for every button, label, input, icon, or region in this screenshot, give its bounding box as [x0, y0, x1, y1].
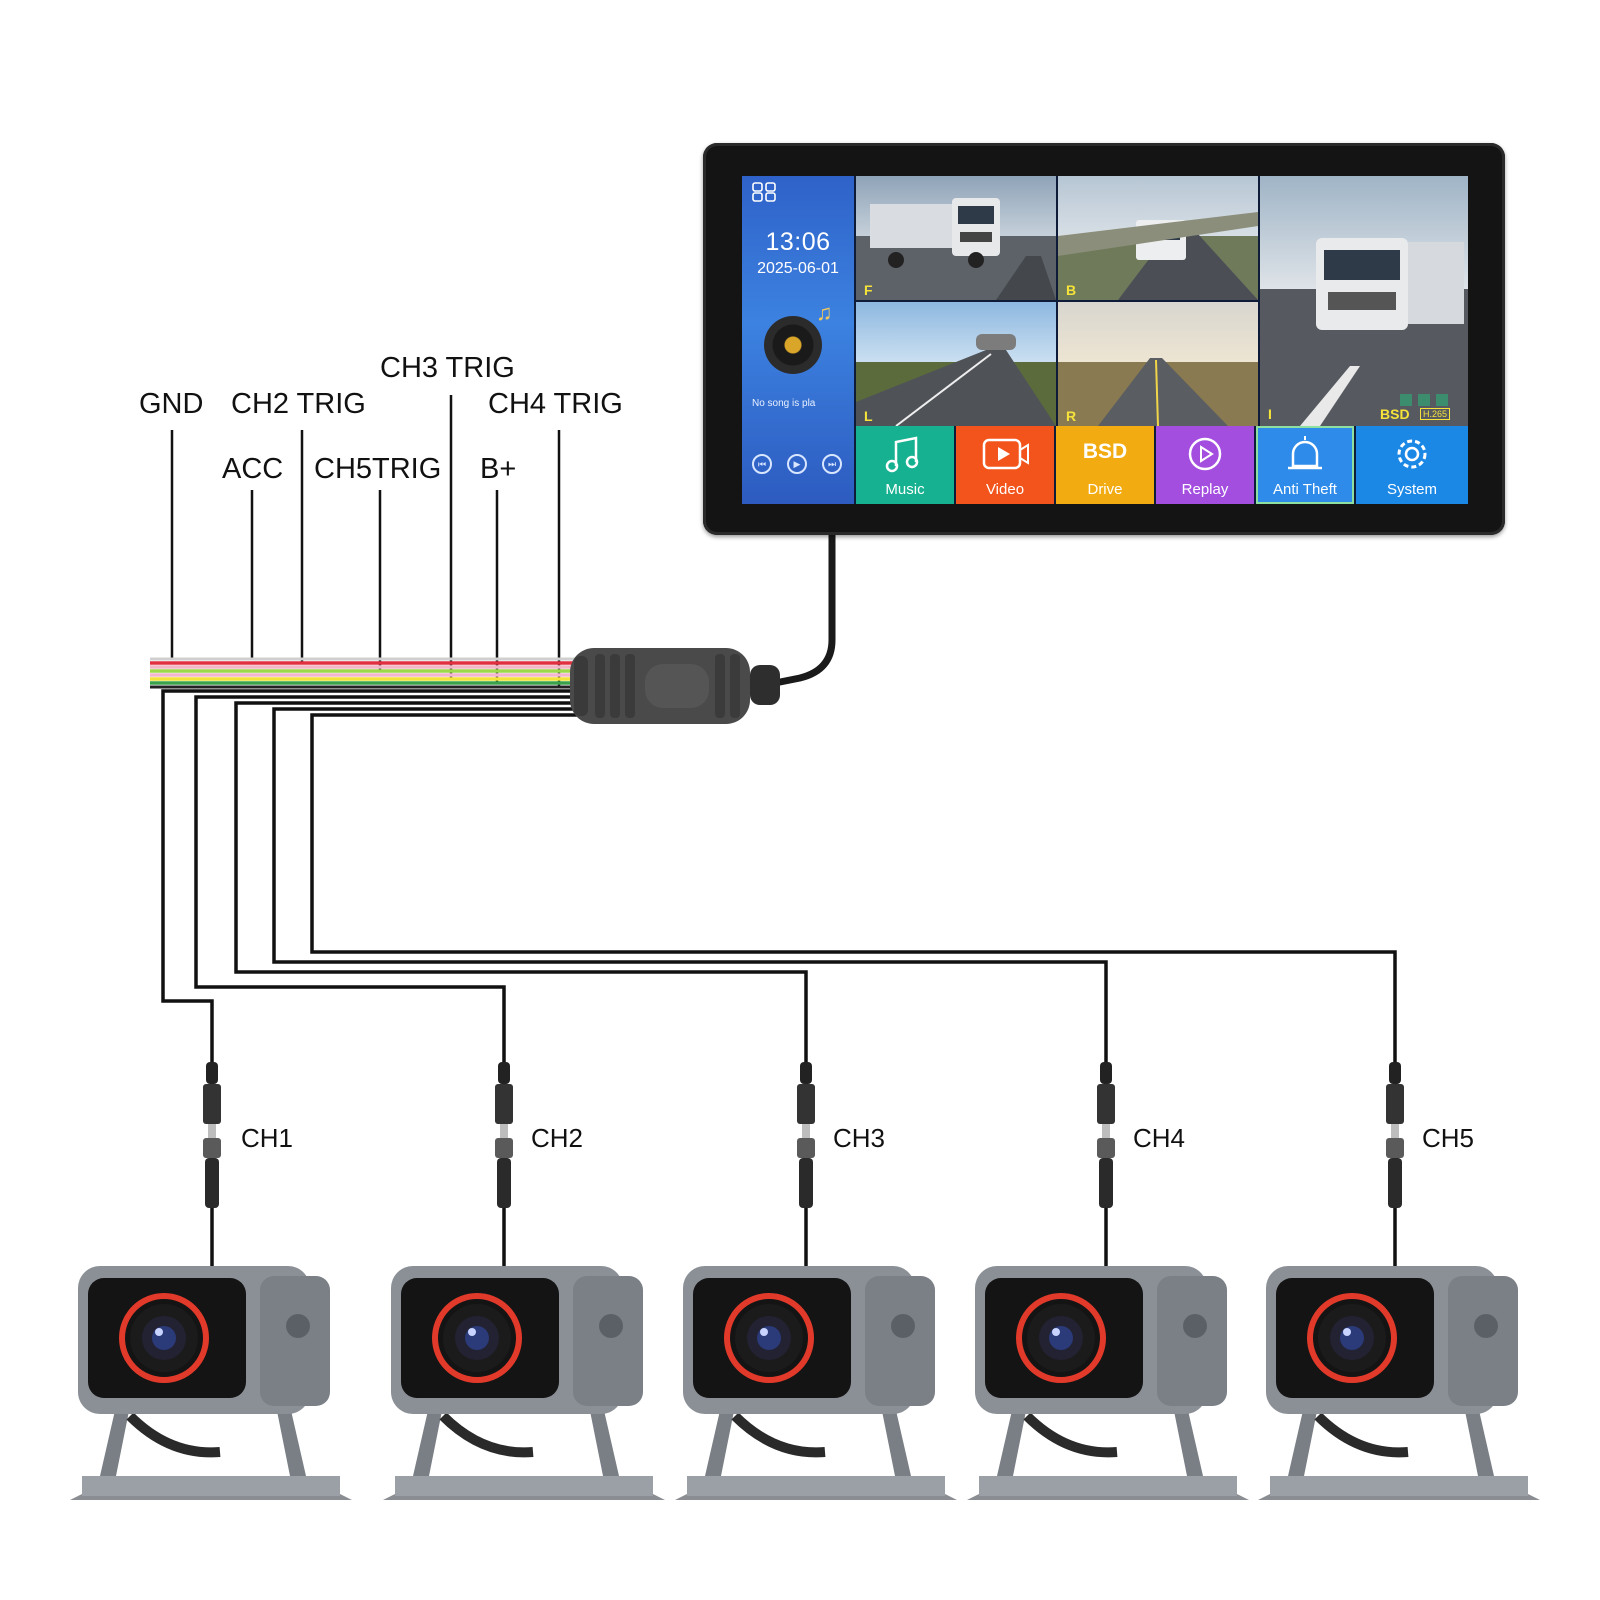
camera-ch1 [70, 1266, 352, 1510]
truck-illustration [1300, 238, 1464, 426]
app-tile-system[interactable]: System [1356, 426, 1468, 504]
camera-body-svg [967, 1266, 1249, 1500]
bsd-icon: BSD [1082, 440, 1128, 463]
camera-view-right[interactable]: R [1058, 302, 1258, 426]
harness-connector [570, 648, 780, 724]
app-tile-drive[interactable]: BSD Drive [1056, 426, 1154, 504]
truck-illustration [1058, 212, 1258, 300]
play-icon[interactable]: ▶ [787, 454, 807, 474]
camera-view-back[interactable]: B [1058, 176, 1258, 300]
camera-cables [161, 689, 1397, 1062]
bsd-badge: BSD [1380, 406, 1410, 422]
app-tile-video[interactable]: Video [956, 426, 1054, 504]
channel-label-ch2: CH2 [531, 1123, 584, 1153]
b-plus-label: B+ [480, 453, 517, 485]
camera-view-front[interactable]: F [856, 176, 1056, 300]
clock-date: 2025-06-01 [757, 260, 839, 277]
gnd-label: GND [139, 388, 204, 420]
ch3-trig-label: CH3 TRIG [380, 352, 515, 384]
gear-icon [1397, 439, 1427, 469]
replay-icon [1188, 437, 1222, 471]
power-wires [150, 657, 580, 689]
app-label: Replay [1181, 481, 1229, 498]
music-note-icon [885, 436, 919, 473]
camera-connector [797, 1062, 815, 1272]
camera-ch5 [1258, 1266, 1540, 1510]
view-label-inside: I [1268, 406, 1272, 422]
video-icon [982, 438, 1029, 470]
next-track-icon[interactable]: ⏭ [822, 454, 842, 474]
music-notes-icon: ♫ [816, 300, 833, 325]
sidebar: 13:06 2025-06-01 ♫ No song is pla ⏮ ▶ ⏭ [742, 176, 854, 504]
view-label-right: R [1066, 408, 1077, 424]
view-label-front: F [864, 282, 873, 298]
app-label: Anti Theft [1273, 481, 1337, 498]
road-illustration [856, 334, 1056, 426]
codec-badge: H.265 [1420, 408, 1451, 420]
road-illustration [1098, 358, 1228, 426]
camera-view-left[interactable]: L [856, 302, 1056, 426]
acc-label: ACC [222, 453, 284, 485]
camera-connector [495, 1062, 513, 1272]
app-tile-replay[interactable]: Replay [1156, 426, 1254, 504]
song-status: No song is pla [752, 398, 816, 409]
camera-connector [1386, 1062, 1404, 1272]
view-label-back: B [1066, 282, 1077, 298]
camera-ch4 [967, 1266, 1249, 1510]
ch5-trig-label: CH5TRIG [314, 453, 442, 485]
camera-connector [1097, 1062, 1115, 1272]
app-label: System [1386, 481, 1437, 498]
ch2-trig-label: CH2 TRIG [231, 388, 366, 420]
camera-body-svg [383, 1266, 665, 1500]
channel-label-ch1: CH1 [241, 1123, 294, 1153]
app-tile-anti-theft[interactable]: Anti Theft [1256, 426, 1354, 504]
previous-track-icon[interactable]: ⏮ [752, 454, 772, 474]
channel-label-ch4: CH4 [1133, 1123, 1186, 1153]
vinyl-disc-icon [764, 316, 822, 374]
camera-connector [203, 1062, 221, 1272]
camera-ch2 [383, 1266, 665, 1510]
channel-label-ch3: CH3 [833, 1123, 886, 1153]
view-label-left: L [864, 408, 873, 424]
app-label: Video [985, 481, 1025, 498]
camera-body-svg [1258, 1266, 1540, 1500]
monitor-cable [769, 532, 836, 688]
grid-apps-icon[interactable] [752, 182, 778, 202]
camera-body-svg [70, 1266, 352, 1500]
camera-ch3 [675, 1266, 957, 1510]
ch4-trig-label: CH4 TRIG [488, 388, 623, 420]
camera-body-svg [675, 1266, 957, 1500]
app-label: Drive [1087, 481, 1123, 498]
app-tile-music[interactable]: Music [856, 426, 954, 504]
channel-label-ch5: CH5 [1422, 1123, 1475, 1153]
truck-illustration [870, 198, 1056, 300]
camera-view-inside[interactable]: BSD H.265 I [1260, 176, 1468, 426]
app-label: Music [885, 481, 925, 498]
alarm-icon [1288, 436, 1322, 470]
clock-time: 13:06 [765, 228, 831, 256]
monitor-screen: 13:06 2025-06-01 ♫ No song is pla ⏮ ▶ ⏭ … [742, 176, 1468, 504]
